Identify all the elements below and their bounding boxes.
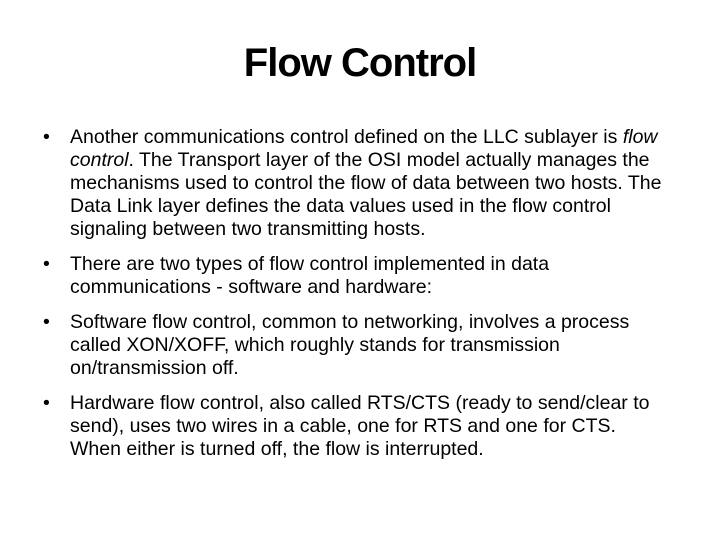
bullet-marker: • bbox=[43, 392, 50, 414]
bullet-text: There are two types of flow control impl… bbox=[70, 253, 549, 298]
bullet-marker: • bbox=[43, 253, 50, 275]
bullet-text: Another communications control defined o… bbox=[70, 126, 661, 240]
bullet-marker: • bbox=[43, 311, 50, 333]
page-title: Flow Control bbox=[243, 41, 477, 85]
bullet-text-segment: Another communications control defined o… bbox=[70, 126, 623, 148]
bullet-text-italic-segment: flow control bbox=[70, 126, 658, 171]
bullet-item: • Software flow control, common to netwo… bbox=[40, 311, 664, 380]
bullet-text-segment: . The Transport layer of the OSI model a… bbox=[70, 149, 662, 240]
bullet-item: • There are two types of flow control im… bbox=[40, 253, 664, 299]
bullet-item: • Another communications control defined… bbox=[40, 126, 664, 241]
bullet-text: Hardware flow control, also called RTS/C… bbox=[70, 392, 649, 460]
bullet-text: Software flow control, common to network… bbox=[70, 311, 629, 379]
bullet-text-segment: Software flow control, common to network… bbox=[70, 311, 630, 379]
bullet-text-segment: Hardware flow control, also called RTS/C… bbox=[70, 392, 650, 460]
bullet-text-segment: There are two types of flow control impl… bbox=[70, 253, 550, 298]
bullet-marker: • bbox=[43, 126, 50, 148]
bullet-item: • Hardware flow control, also called RTS… bbox=[40, 392, 664, 461]
bullet-list: • Another communications control defined… bbox=[40, 126, 664, 461]
